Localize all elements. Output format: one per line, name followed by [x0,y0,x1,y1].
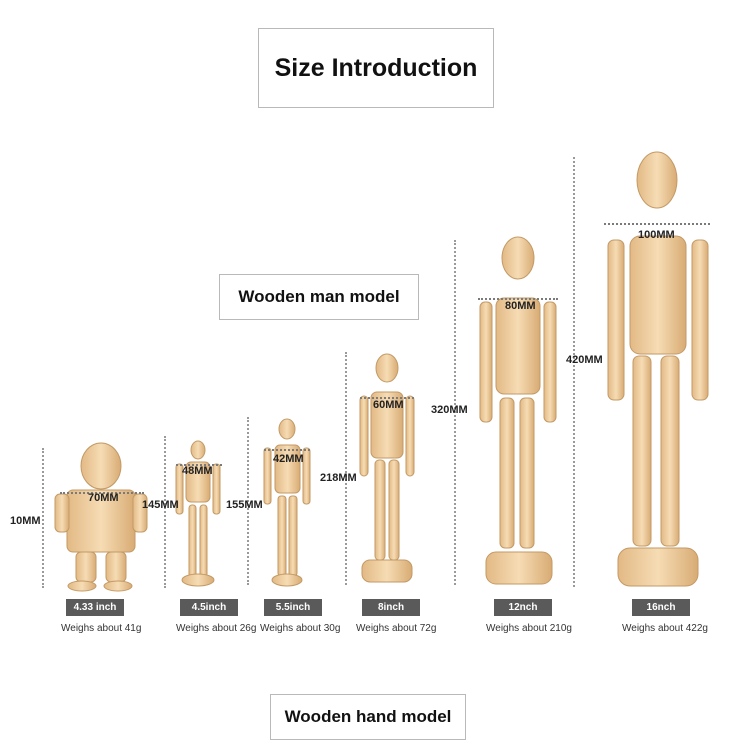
weight-label-3: Weighs about 30g [260,623,341,634]
weight-label-1: Weighs about 41g [61,623,142,634]
size-badge-5: 12nch [494,599,552,616]
weight-label-2: Weighs about 26g [176,623,257,634]
height-label-1: 10MM [10,515,41,527]
mannequin-figure-5 [479,236,557,585]
height-label-3: 155MM [226,499,263,511]
width-line-3 [264,449,310,451]
height-line-1 [42,448,44,588]
width-line-1 [60,492,144,494]
width-line-5 [478,298,558,300]
width-line-4 [360,397,414,399]
page-title: Size Introduction [258,28,494,108]
section-label-hand-model: Wooden hand model [270,694,466,740]
size-badge-4: 8inch [362,599,420,616]
width-label-5: 80MM [505,300,536,312]
width-line-6 [604,223,710,225]
mannequin-figure-6 [607,151,709,587]
mannequin-figure-4 [359,353,415,583]
height-label-5: 320MM [431,404,468,416]
height-line-6 [573,157,575,587]
width-label-6: 100MM [638,229,675,241]
height-label-6: 420MM [566,354,603,366]
width-line-2 [176,464,222,466]
weight-label-6: Weighs about 422g [622,623,708,634]
section-label-man-model: Wooden man model [219,274,419,320]
mannequin-figure-2 [175,440,221,587]
weight-label-4: Weighs about 72g [356,623,437,634]
width-label-4: 60MM [373,399,404,411]
mannequin-figure-3 [263,418,311,587]
height-label-2: 145MM [142,499,179,511]
width-label-3: 42MM [273,453,304,465]
width-label-2: 48MM [182,465,213,477]
height-line-4 [345,352,347,585]
height-line-5 [454,240,456,585]
height-label-4: 218MM [320,472,357,484]
height-line-3 [247,417,249,585]
mannequin-figure-1 [54,442,148,592]
size-badge-2: 4.5inch [180,599,238,616]
height-line-2 [164,436,166,588]
width-label-1: 70MM [88,492,119,504]
size-badge-6: 16nch [632,599,690,616]
size-badge-3: 5.5inch [264,599,322,616]
size-badge-1: 4.33 inch [66,599,124,616]
weight-label-5: Weighs about 210g [486,623,572,634]
